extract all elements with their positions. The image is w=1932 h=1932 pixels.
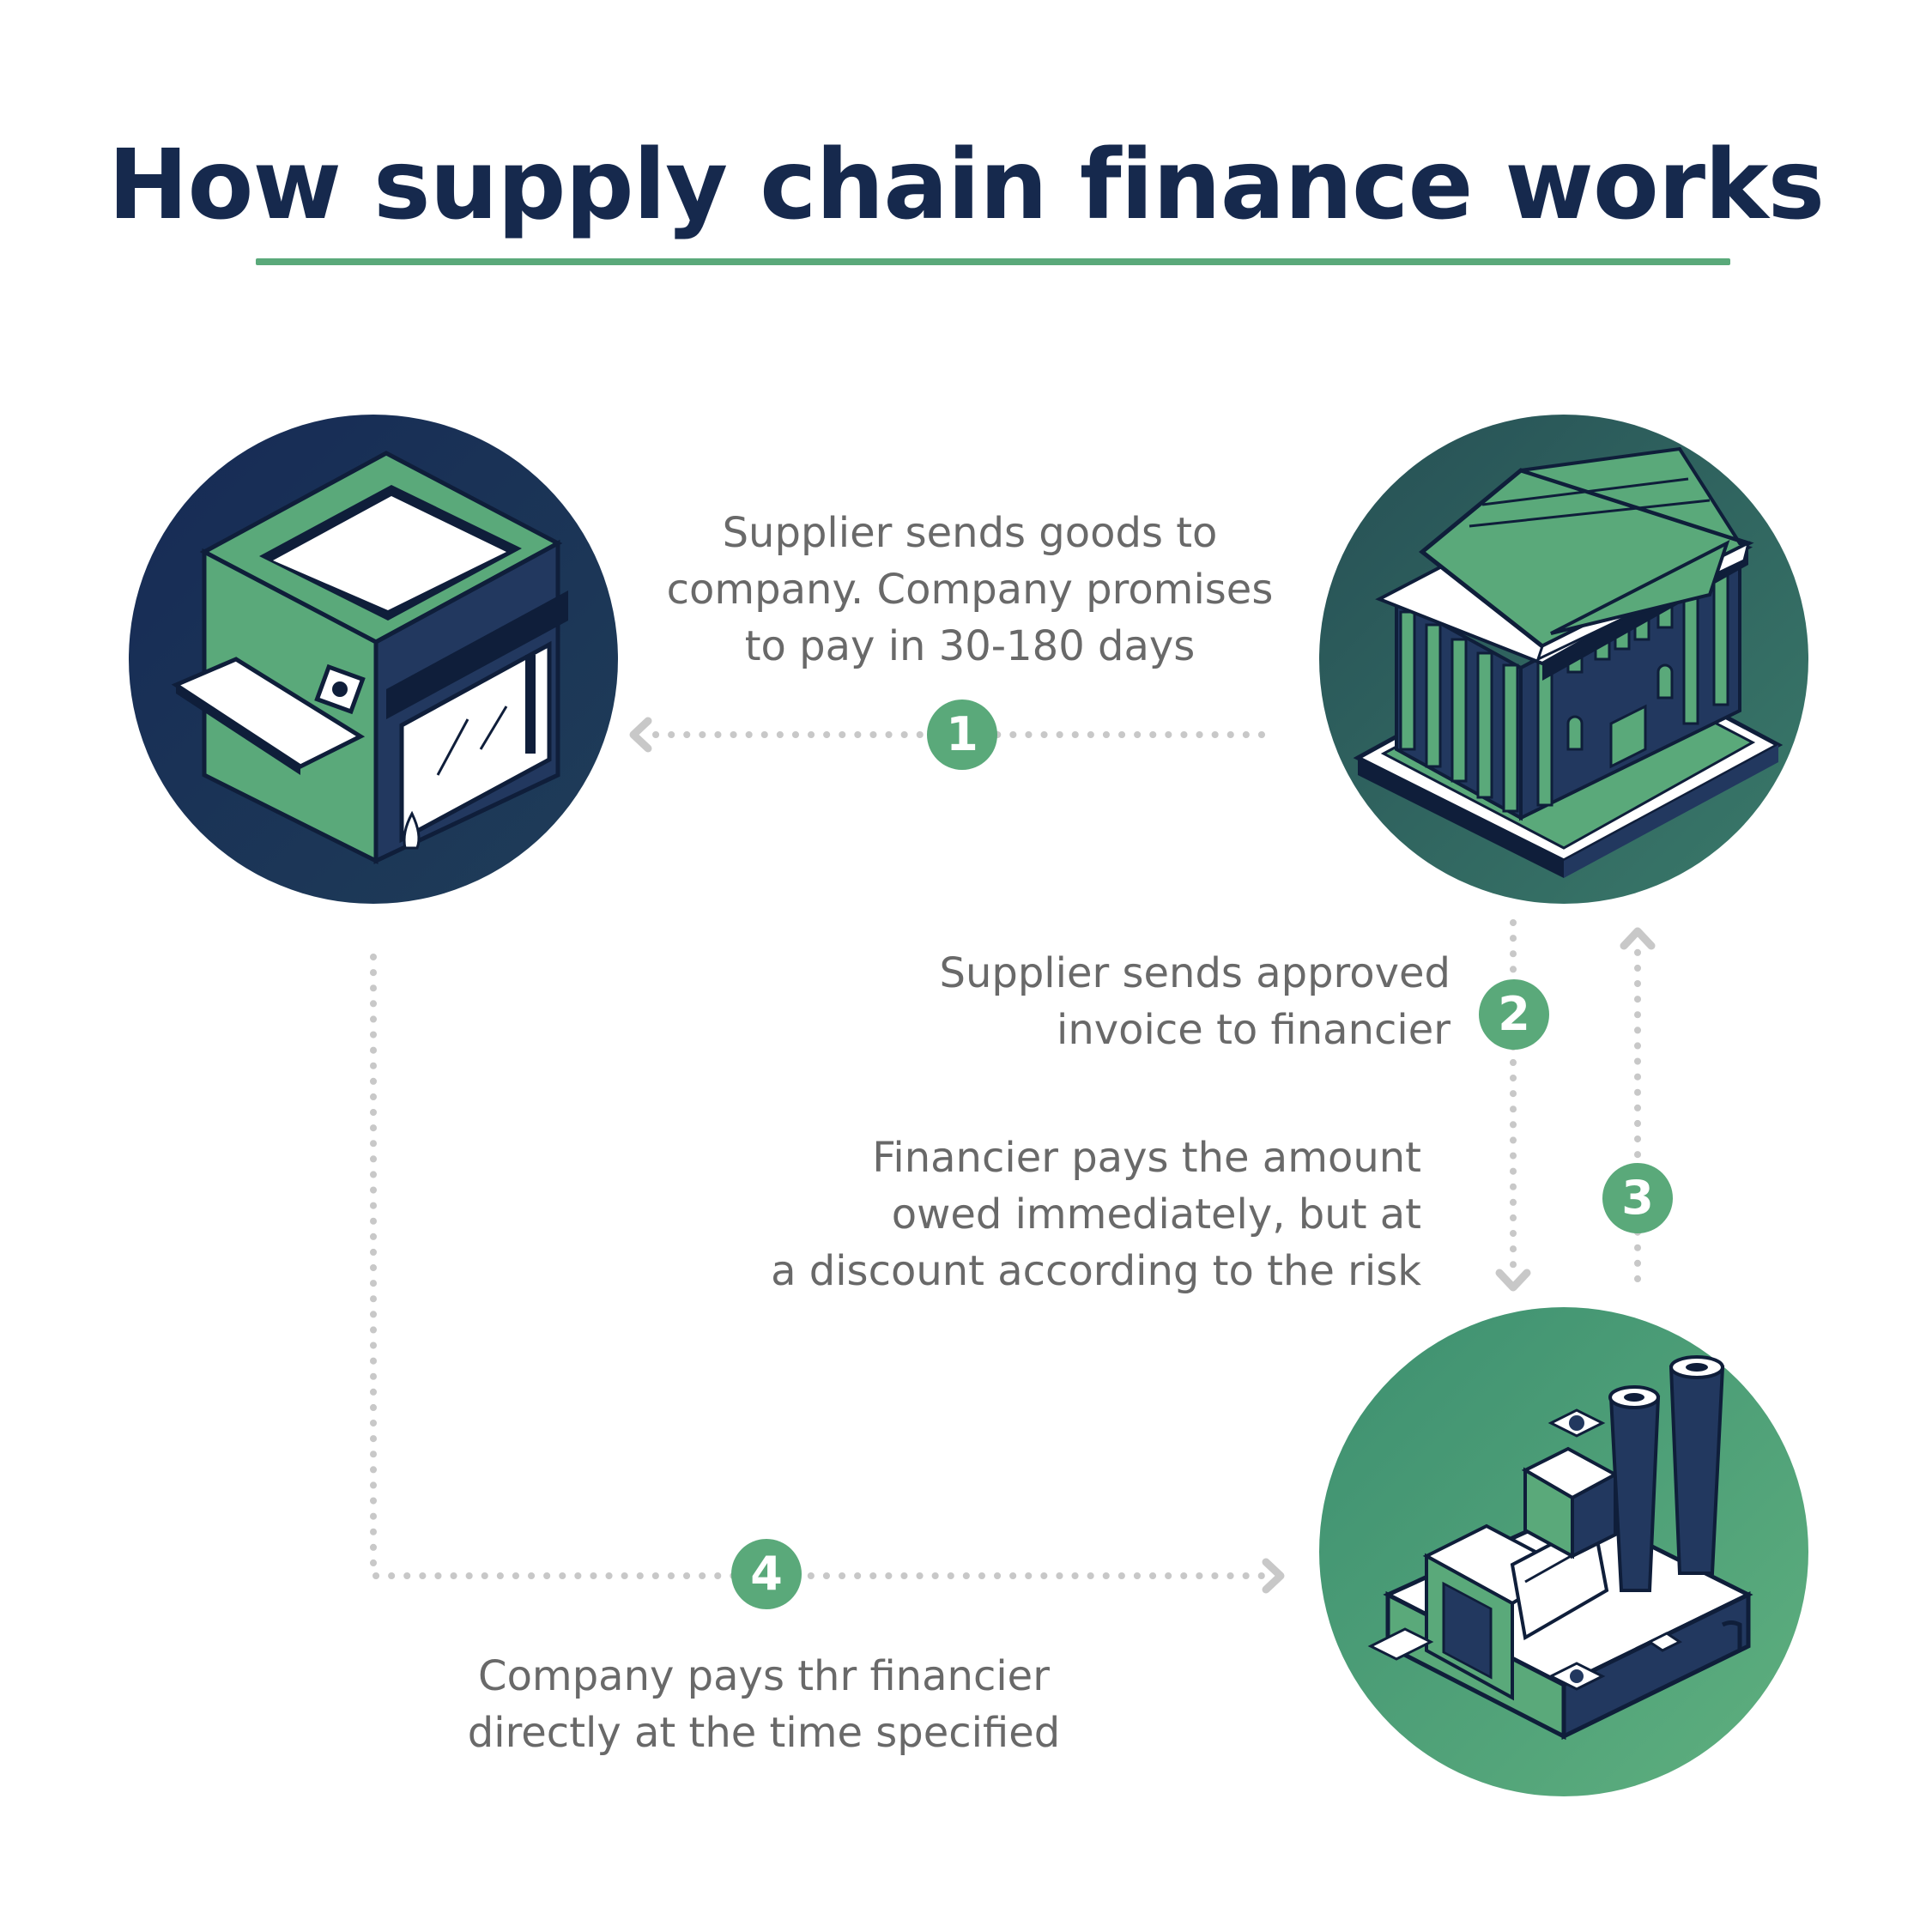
bank-icon (1319, 415, 1808, 904)
arrow-step-4 (370, 954, 1274, 1579)
step-4-line: Company pays thr financier (478, 1652, 1050, 1700)
factory-icon (1319, 1307, 1808, 1796)
step-2-line: invoice to financier (1057, 1006, 1451, 1054)
step-1-badge: 1 (927, 700, 997, 770)
step-1-line: Supplier sends goods to (722, 509, 1218, 557)
step-4-badge: 4 (731, 1539, 802, 1609)
step-1-line: to pay in 30-180 days (744, 622, 1196, 670)
arrowhead-3 (1620, 927, 1656, 950)
store-icon (129, 415, 618, 904)
page-title: How supply chain finance works (107, 130, 1825, 241)
arrowhead-2 (1495, 1269, 1531, 1292)
step-3-line: Financier pays the amount (872, 1134, 1421, 1182)
step-1-line: company. Company promises (666, 566, 1274, 614)
company-node (129, 415, 618, 904)
title-underline (256, 258, 1730, 265)
step-1-description: Supplier sends goods to company. Company… (601, 505, 1339, 675)
step-4-line: directly at the time specified (467, 1709, 1061, 1757)
step-3-description: Financier pays the amount owed immediate… (652, 1130, 1421, 1299)
step-2-description: Supplier sends approved invoice to finan… (772, 945, 1451, 1058)
financier-node (1319, 415, 1808, 904)
supplier-node (1319, 1307, 1808, 1796)
step-2-line: Supplier sends approved (939, 949, 1451, 997)
step-4-description: Company pays thr financier directly at t… (395, 1648, 1133, 1761)
arrowhead-1 (629, 717, 652, 753)
step-2-badge: 2 (1479, 979, 1549, 1050)
step-3-line: a discount according to the risk (771, 1247, 1421, 1295)
step-3-badge: 3 (1602, 1163, 1673, 1233)
arrowhead-4 (1262, 1558, 1285, 1594)
step-3-line: owed immediately, but at (891, 1190, 1421, 1239)
